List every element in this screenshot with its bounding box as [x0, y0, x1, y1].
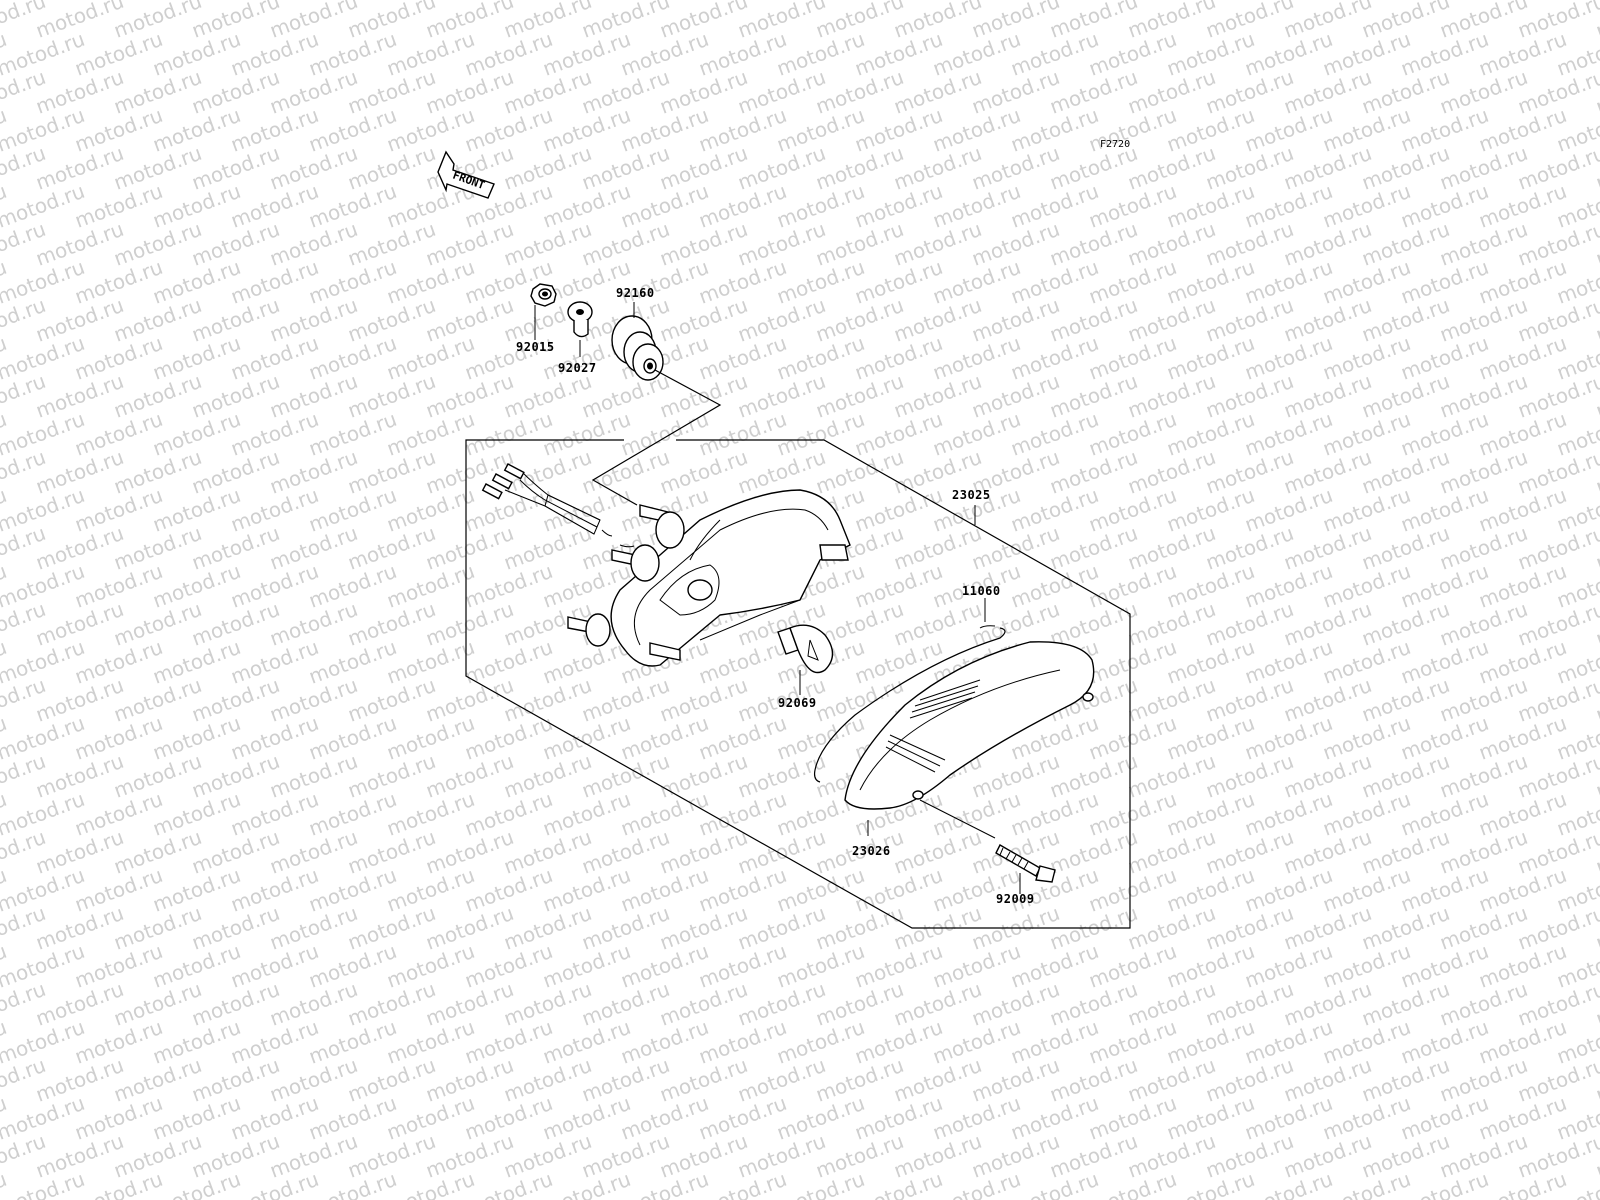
part-label-92015: 92015: [516, 340, 555, 354]
part-label-23026: 23026: [852, 844, 891, 858]
part-label-92009: 92009: [996, 892, 1035, 906]
figure-code: F2720: [1100, 139, 1130, 150]
part-label-11060: 11060: [962, 584, 1001, 598]
part-label-92069: 92069: [778, 696, 817, 710]
watermark-text: motod.ru: [1593, 0, 1600, 43]
part-label-92160: 92160: [616, 286, 655, 300]
part-label-92027: 92027: [558, 361, 597, 375]
part-label-23025: 23025: [952, 488, 991, 502]
